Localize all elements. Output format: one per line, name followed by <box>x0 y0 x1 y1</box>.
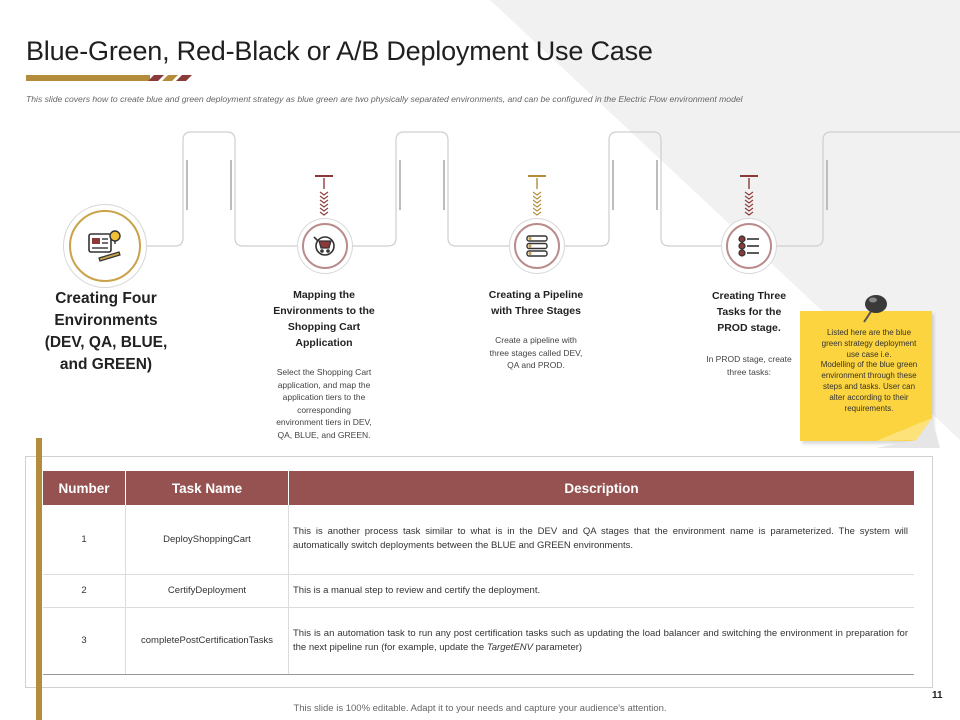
task-list-icon <box>738 235 759 257</box>
step-4-icon-circle <box>726 223 772 269</box>
down-chevrons-icon <box>315 175 333 216</box>
pipeline-stages-icon <box>526 235 548 257</box>
footer-text: This slide is 100% editable. Adapt it to… <box>293 703 667 714</box>
shopping-cart-mapping-icon <box>313 236 335 256</box>
table-row: 1 DeployShoppingCart This is another pro… <box>43 505 914 575</box>
down-chevrons-icon <box>528 175 546 216</box>
sticky-note-text: Listed here are the blue green strategy … <box>820 328 918 413</box>
column-header-number: Number <box>43 471 126 505</box>
cell-description: This is a manual step to review and cert… <box>288 574 914 608</box>
cell-number: 1 <box>43 505 126 575</box>
accent-bar <box>36 438 42 720</box>
page-subtitle: This slide covers how to create blue and… <box>26 94 743 104</box>
cell-task-name: completePostCertificationTasks <box>125 607 289 675</box>
table-row: 3 completePostCertificationTasks This is… <box>43 607 914 675</box>
cell-number: 3 <box>43 607 126 675</box>
table-header-row: Number Task Name Description <box>43 471 914 505</box>
table-row: 2 CertifyDeployment This is a manual ste… <box>43 574 914 608</box>
step-4-heading: Creating Three Tasks for the PROD stage. <box>711 290 787 334</box>
step-2-heading: Mapping the Environments to the Shopping… <box>273 289 375 349</box>
environments-icon <box>88 230 121 262</box>
step-2-description: Select the Shopping Cart application, an… <box>276 367 372 440</box>
step-2-icon-circle <box>302 223 348 269</box>
column-header-description: Description <box>288 471 914 505</box>
step-3-icon-circle <box>514 223 560 269</box>
title-underline <box>26 75 192 81</box>
step-3-heading: Creating a Pipeline with Three Stages <box>488 289 584 317</box>
sticky-note <box>800 311 932 441</box>
cell-description: This is another process task similar to … <box>288 505 914 575</box>
cell-description: This is an automation task to run any po… <box>288 607 914 675</box>
cell-task-name: CertifyDeployment <box>125 574 289 608</box>
down-chevrons-icon <box>740 175 758 216</box>
page-title: Blue-Green, Red-Black or A/B Deployment … <box>26 36 653 66</box>
cell-number: 2 <box>43 574 126 608</box>
step-4-description: In PROD stage, create three tasks: <box>706 354 792 377</box>
step-1-heading: Creating Four Environments (DEV, QA, BLU… <box>44 290 168 373</box>
column-header-task-name: Task Name <box>125 471 289 505</box>
step-1-icon-circle <box>69 210 141 282</box>
push-pin-icon <box>863 295 887 323</box>
step-3-description: Create a pipeline with three stages call… <box>489 335 583 370</box>
cell-task-name: DeployShoppingCart <box>125 505 289 575</box>
timeline-connector <box>141 131 960 247</box>
sticky-note-fold <box>876 418 940 448</box>
tasks-table: Number Task Name Description 1 DeploySho… <box>43 471 914 675</box>
page-number: 11 <box>932 690 943 701</box>
